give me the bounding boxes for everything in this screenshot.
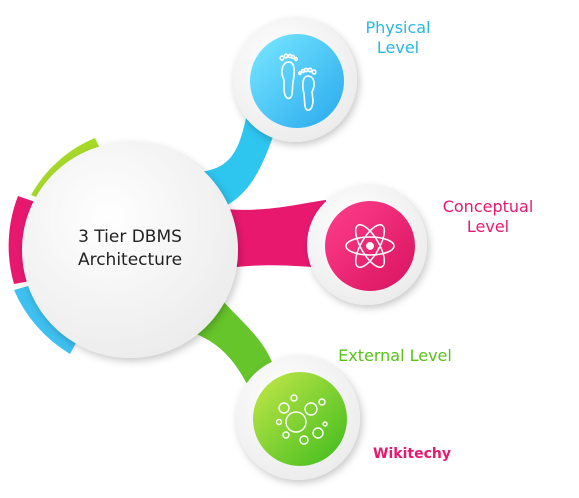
physical-label-line2: Level xyxy=(376,38,420,57)
external-level-label: External Level xyxy=(338,346,452,365)
conceptual-connector xyxy=(214,200,326,270)
physical-node xyxy=(233,18,357,142)
footprints-icon xyxy=(279,53,317,111)
center-title-line2: Architecture xyxy=(77,249,183,270)
bubbles-icon xyxy=(275,394,328,445)
center-title-line1: 3 Tier DBMS xyxy=(78,227,182,247)
conceptual-label-line1: Conceptual xyxy=(442,197,534,216)
conceptual-label-line2: Level xyxy=(466,217,510,236)
physical-connector xyxy=(200,108,278,208)
atom-icon xyxy=(345,223,395,269)
center-title: 3 Tier DBMS Architecture xyxy=(40,226,220,272)
physical-level-label: Physical Level xyxy=(352,18,444,58)
external-connector xyxy=(196,300,272,390)
physical-label-line1: Physical xyxy=(365,18,431,37)
external-node xyxy=(236,356,360,480)
brand-watermark: Wikitechy xyxy=(373,446,451,462)
conceptual-level-label: Conceptual Level xyxy=(432,197,544,237)
conceptual-node xyxy=(307,185,427,305)
center-circle xyxy=(22,142,238,358)
